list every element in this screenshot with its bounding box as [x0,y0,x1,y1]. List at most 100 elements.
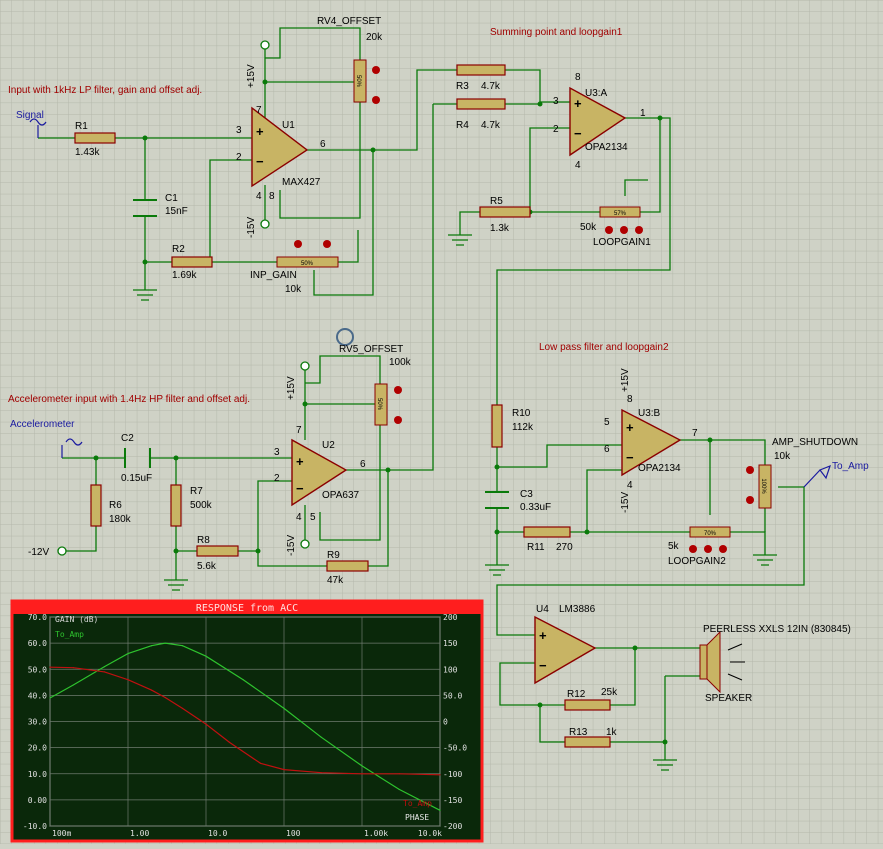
r13-value: 1k [606,727,618,738]
speaker-icon[interactable] [699,630,745,694]
r8-value: 5.6k [197,561,217,572]
potentiometers: 50% 50% 57% 50% 70% 100% [276,59,772,553]
ground-symbols [133,234,777,771]
u1-ref: U1 [282,120,295,131]
loopgain1-pot[interactable]: 57% [599,206,643,234]
r6-resistor[interactable] [90,484,102,527]
u3a-ref: U3:A [585,88,608,99]
series-legend-green: To_Amp [55,630,84,639]
loopgain2-percent: 70% [704,531,717,537]
neg12-label: -12V [28,547,49,558]
r1-resistor[interactable] [74,132,116,144]
u3b-part: OPA2134 [638,463,681,474]
x-tick-label: 1.00 [130,829,149,838]
r10-resistor[interactable] [491,404,503,448]
c2-ref: C2 [121,433,134,444]
u3a-opamp[interactable] [569,86,627,157]
y2-tick-label: -50.0 [443,744,467,753]
r1-value: 1.43k [75,147,100,158]
r7-resistor[interactable] [170,484,182,527]
r9-ref: R9 [327,550,340,561]
svg-text:+: + [539,628,547,643]
u1-pin: 2 [236,152,242,163]
cursor-icon [336,328,354,346]
r3-value: 4.7k [481,81,501,92]
r11-ref: R11 [527,542,545,553]
series-point [181,707,184,710]
svg-text:−: − [626,450,634,465]
inp-gain-value: 10k [285,284,302,295]
r3-resistor[interactable] [456,64,506,76]
r8-resistor[interactable] [196,545,239,557]
u2-opamp[interactable] [291,438,348,507]
u4-opamp[interactable] [534,615,597,685]
r7-ref: R7 [190,486,203,497]
u3b-opamp[interactable] [621,408,682,477]
r12-value: 25k [601,687,618,698]
svg-text:−: − [539,658,547,673]
rv4-value: 20k [366,32,383,43]
graph-title: RESPONSE from ACC [196,603,298,614]
series-point [320,772,322,774]
u3b-pin: 5 [604,417,610,428]
y2-tick-label: -100 [443,770,462,779]
series-point [205,655,207,657]
c3-capacitor[interactable] [485,491,509,509]
series-point [439,809,441,811]
rv5-ref: RV5_OFFSET [339,344,403,355]
amp-shutdown-pot[interactable]: 100% [746,464,772,509]
x-tick-label: 100m [52,829,71,838]
y-tick-label: -10.0 [23,822,47,831]
y2-tick-label: -200 [443,822,462,831]
y2-tick-label: 50.0 [443,691,462,700]
c1-capacitor[interactable] [133,199,157,217]
r13-resistor[interactable] [564,736,611,748]
u3a-pin: 1 [640,108,646,119]
series-point [150,689,153,691]
title-accel: Accelerometer input with 1.4Hz HP filter… [8,394,250,405]
c2-capacitor[interactable] [124,448,151,468]
series-point [103,666,106,668]
inp-gain-ref: INP_GAIN [250,270,297,281]
r4-value: 4.7k [481,120,501,131]
title-lowpass: Low pass filter and loopgain2 [539,342,669,353]
x-tick-label: 1.00k [364,829,388,838]
u3b-vee-label: -15V [620,492,631,513]
loopgain2-pot[interactable]: 70% [689,526,731,553]
u2-pin: 6 [360,459,366,470]
u1-opamp[interactable] [251,106,309,188]
u2-pin: 4 [296,512,302,523]
loopgain2-ref: LOOPGAIN2 [668,556,726,567]
svg-text:+: + [296,454,304,469]
y-tick-label: 30.0 [28,718,47,727]
series-point [72,667,75,669]
u1-pin: 8 [269,191,275,202]
speaker-ref: SPEAKER [705,693,752,704]
inp-gain-pot[interactable]: 50% [276,240,339,268]
r11-resistor[interactable] [523,526,571,538]
rv5-value: 100k [389,357,412,368]
r12-resistor[interactable] [564,699,611,711]
series-point [242,679,244,681]
rv4-offset-pot[interactable]: 50% [353,59,380,104]
series-point [164,642,166,644]
y-tick-label: 50.0 [28,665,47,674]
amp-shutdown-percent: 100% [760,478,766,494]
y-tick-label: 70.0 [28,613,47,622]
r10-value: 112k [512,422,534,433]
r4-resistor[interactable] [456,98,506,110]
svg-text:−: − [256,154,264,169]
svg-text:−: − [296,481,304,496]
to-amp-probe-icon[interactable] [803,464,831,488]
rv5-offset-pot[interactable]: 50% [374,383,402,426]
r5-resistor[interactable] [479,206,531,218]
series-legend-red: To_Amp [403,799,432,808]
r2-resistor[interactable] [171,256,213,268]
r5-value: 1.3k [490,223,510,234]
r1-ref: R1 [75,121,88,132]
r11-value: 270 [556,542,573,553]
r9-resistor[interactable] [326,560,369,572]
series-point [205,723,207,725]
svg-text:+: + [626,420,634,435]
